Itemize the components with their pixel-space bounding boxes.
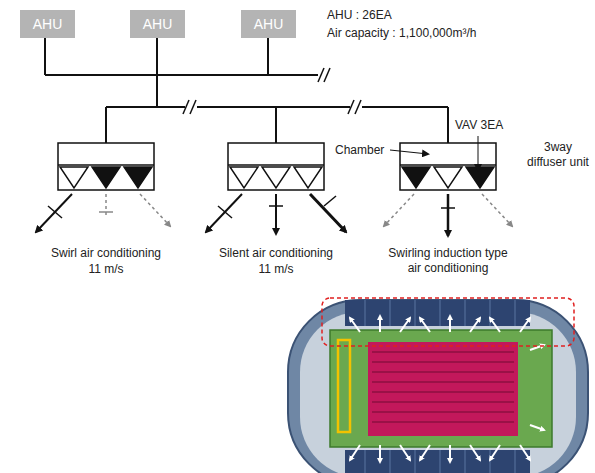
- stadium-illustration: [288, 298, 588, 473]
- mode-label: Swirl air conditioning: [51, 246, 161, 261]
- spec-note: Air capacity : 1,100,000m³/h: [327, 26, 476, 41]
- leader-lines: [390, 136, 478, 170]
- part-name: Chamber: [335, 143, 384, 158]
- diffuser-units: [58, 143, 496, 190]
- mode-label: Silent air conditioning: [219, 246, 333, 261]
- spec-note: AHU : 26EA: [327, 8, 392, 23]
- ahu-label: AHU: [143, 16, 173, 32]
- airflow-arrows: [36, 194, 512, 236]
- speed-label: 11 m/s: [88, 262, 123, 277]
- mode-label: Swirling induction type air conditioning: [385, 246, 511, 276]
- ahu-box: AHU: [130, 10, 185, 38]
- ahu-label: AHU: [254, 16, 284, 32]
- break-marks: [183, 68, 361, 114]
- part-name: VAV 3EA: [455, 118, 503, 133]
- speed-label: 11 m/s: [258, 262, 293, 277]
- ahu-label: AHU: [33, 16, 63, 32]
- ahu-box: AHU: [241, 10, 296, 38]
- supply-duct: [45, 38, 448, 143]
- part-name: 3way diffuser unit: [525, 140, 591, 170]
- ahu-box: AHU: [20, 10, 75, 38]
